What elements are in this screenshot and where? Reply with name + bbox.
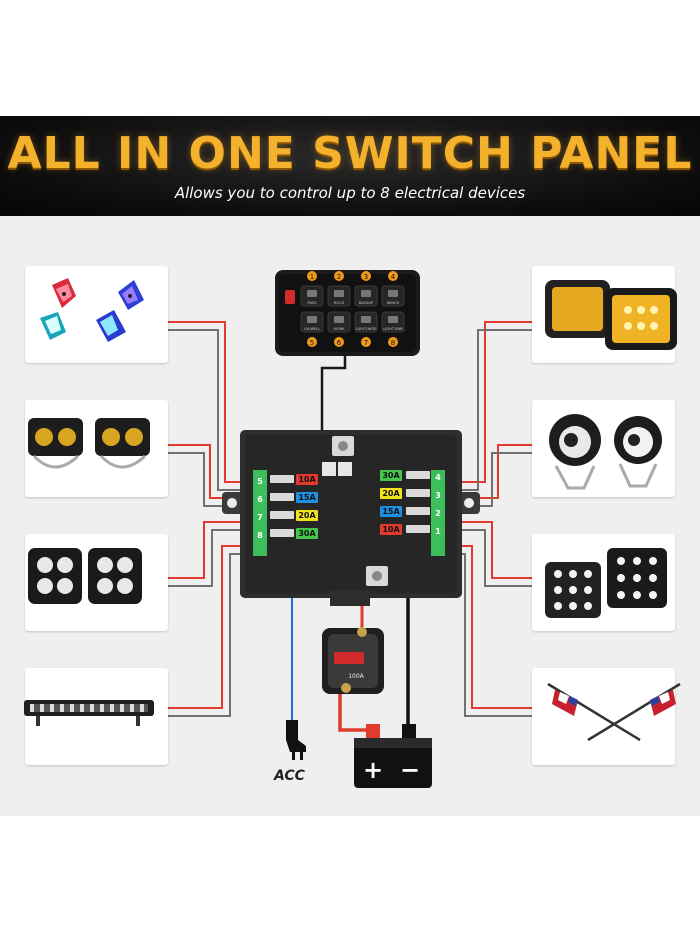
title-banner [0, 116, 700, 216]
acc-label: ACC [274, 768, 305, 784]
device-card-amber-work-lights [532, 266, 675, 363]
wire-red-main [338, 688, 375, 732]
wire-red [440, 321, 532, 483]
wire-red [168, 545, 262, 709]
device-card-round-led-pods [25, 534, 168, 631]
wire-red-main [352, 468, 364, 628]
device-card-yellow-pod-lights [25, 400, 168, 497]
device-card-fog-lights [532, 400, 675, 497]
wire-gray [168, 529, 262, 587]
wire-red [168, 521, 262, 579]
wire-gray [440, 529, 532, 587]
wiring-harness [168, 321, 532, 732]
device-card-flag-whips [532, 668, 675, 765]
page-title: ALL IN ONE SWITCH PANEL [7, 128, 693, 179]
device-card-rock-lights [25, 266, 168, 363]
device-card-light-bar [25, 668, 168, 765]
wire-red [440, 521, 532, 579]
wire-blue [291, 471, 340, 720]
panel-cable [320, 356, 347, 472]
page-subtitle: Allows you to control up to 8 electrical… [174, 184, 526, 202]
device-card-cube-lights [532, 534, 675, 631]
wire-black-main [377, 576, 410, 730]
wire-gray [168, 329, 262, 491]
wire-red [168, 321, 262, 483]
